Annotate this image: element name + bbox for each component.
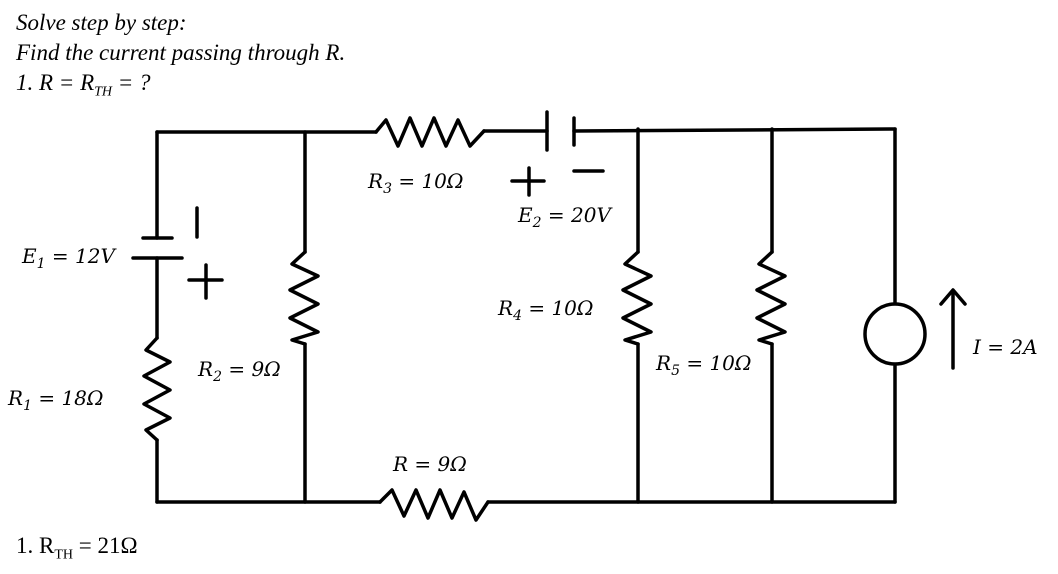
label-i: I = 2A xyxy=(972,335,1038,359)
answer-line: 1. RTH = 21Ω xyxy=(16,533,138,564)
current-source-symbol xyxy=(863,302,927,366)
label-r2: R2 = 9Ω xyxy=(197,357,281,385)
answer-prefix: 1. R xyxy=(16,533,55,558)
problem-line-3-end: = ? xyxy=(112,70,151,95)
problem-line-3-subscript: TH xyxy=(94,84,113,100)
answer-subscript: TH xyxy=(54,547,74,563)
label-r1: R1 = 18Ω xyxy=(7,386,104,414)
label-r5: R5 = 10Ω xyxy=(655,351,752,379)
resistor-r1-symbol xyxy=(142,336,172,442)
answer-value: = 21Ω xyxy=(73,533,138,558)
resistor-r-symbol xyxy=(378,488,490,522)
label-e2: E2 = 20V xyxy=(517,203,613,231)
current-arrow-icon xyxy=(939,288,967,370)
label-r3: R3 = 10Ω xyxy=(367,169,464,197)
problem-line-3-text: 1. R = R xyxy=(16,70,95,95)
resistor-r4-symbol xyxy=(621,250,653,346)
label-r4: R4 = 10Ω xyxy=(497,296,594,324)
label-e1: E1 = 12V xyxy=(21,244,117,272)
battery-e1-symbol xyxy=(131,206,224,300)
problem-line-3: 1. R = RTH = ? xyxy=(16,68,151,108)
resistor-r2-symbol xyxy=(288,250,320,346)
resistor-r3-symbol xyxy=(374,116,486,148)
label-r: R = 9Ω xyxy=(392,452,467,476)
problem-line-2: Find the current passing through R. xyxy=(16,40,346,65)
battery-e2-symbol xyxy=(510,110,605,197)
resistor-r5-symbol xyxy=(755,250,787,346)
circuit-wires xyxy=(155,127,897,504)
problem-line-1: Solve step by step: xyxy=(16,10,187,35)
